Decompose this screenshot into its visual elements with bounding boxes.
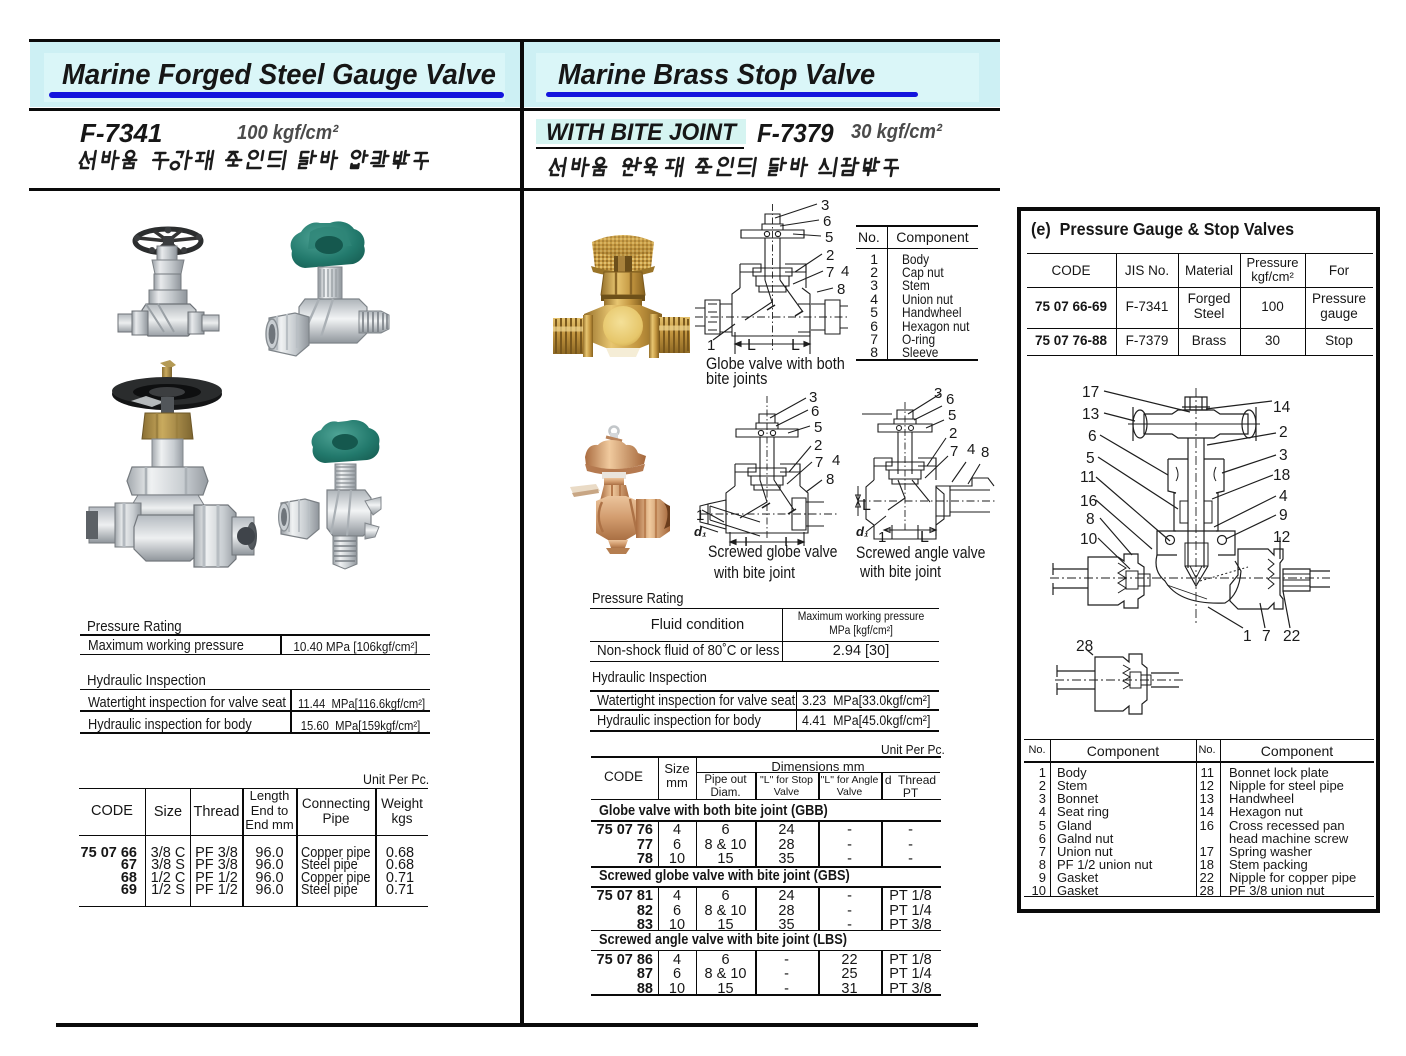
svg-text:6: 6	[1088, 428, 1097, 445]
svg-text:4: 4	[967, 441, 975, 458]
svg-text:3: 3	[821, 197, 829, 214]
svg-text:8: 8	[826, 471, 834, 488]
svg-text:6: 6	[811, 403, 819, 420]
svg-text:28: 28	[1076, 638, 1093, 655]
svg-text:10: 10	[1080, 531, 1098, 548]
svg-text:3: 3	[934, 386, 942, 402]
svg-text:L: L	[744, 535, 753, 546]
svg-text:2: 2	[949, 425, 957, 442]
svg-text:4: 4	[832, 452, 840, 469]
svg-text:8: 8	[1086, 511, 1095, 528]
svg-text:7: 7	[826, 264, 834, 281]
svg-text:d₁: d₁	[694, 524, 707, 539]
svg-text:6: 6	[823, 213, 831, 230]
svg-text:4: 4	[841, 263, 849, 280]
svg-text:7: 7	[815, 454, 823, 471]
svg-text:5: 5	[1086, 450, 1095, 467]
svg-text:L: L	[791, 337, 800, 354]
svg-text:1: 1	[707, 337, 715, 354]
svg-text:2: 2	[1279, 424, 1288, 441]
svg-text:22: 22	[1283, 628, 1300, 645]
svg-text:L: L	[784, 535, 793, 546]
svg-text:L: L	[747, 337, 756, 354]
svg-text:1: 1	[878, 529, 886, 544]
svg-text:2: 2	[826, 247, 834, 264]
svg-text:8: 8	[981, 444, 989, 461]
svg-text:3: 3	[1279, 447, 1288, 464]
svg-text:5: 5	[814, 419, 822, 436]
svg-text:2: 2	[814, 437, 822, 454]
svg-text:1: 1	[1243, 628, 1252, 645]
svg-text:18: 18	[1273, 467, 1290, 484]
svg-text:5: 5	[948, 407, 956, 424]
svg-text:12: 12	[1273, 529, 1290, 546]
svg-text:L: L	[920, 529, 929, 544]
svg-text:7: 7	[950, 443, 958, 460]
svg-text:1: 1	[696, 507, 704, 524]
svg-text:11: 11	[1080, 469, 1096, 486]
svg-text:9: 9	[1279, 507, 1288, 524]
svg-text:16: 16	[1080, 493, 1097, 510]
svg-text:5: 5	[825, 229, 833, 246]
svg-text:d₁: d₁	[856, 524, 869, 539]
svg-text:17: 17	[1082, 384, 1099, 401]
svg-text:3: 3	[809, 389, 817, 406]
svg-text:13: 13	[1082, 406, 1099, 423]
svg-text:6: 6	[946, 391, 954, 408]
svg-text:7: 7	[1262, 628, 1271, 645]
svg-text:4: 4	[1279, 488, 1288, 505]
svg-text:8: 8	[837, 281, 845, 298]
svg-text:L: L	[862, 497, 871, 514]
svg-text:14: 14	[1273, 399, 1291, 416]
